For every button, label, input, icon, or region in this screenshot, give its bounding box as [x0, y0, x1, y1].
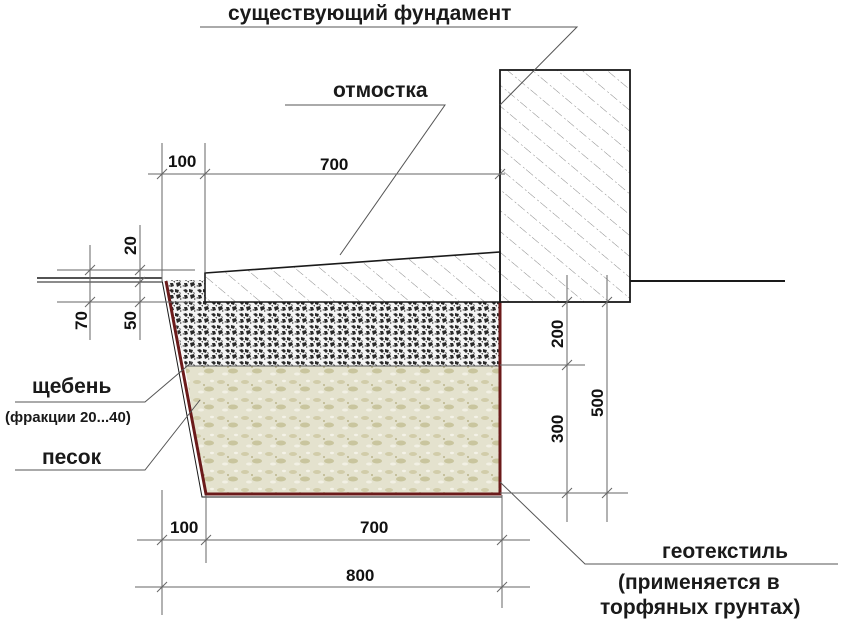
dim-bottom-width: 700	[360, 518, 388, 537]
dim-right-500: 500	[588, 389, 607, 417]
dim-top-offset: 100	[168, 152, 196, 171]
dim-right-300: 300	[548, 415, 567, 443]
ground-line-left	[37, 277, 162, 283]
label-geotextile: геотекстиль	[662, 540, 788, 563]
label-geotextile-note-2: торфяных грунтах)	[600, 596, 800, 619]
dimension-lines	[57, 143, 628, 615]
dim-right-200: 200	[548, 320, 567, 348]
label-existing-foundation: существующий фундамент	[228, 2, 511, 25]
dim-slab-rise: 20	[121, 236, 140, 255]
dim-top-width: 700	[320, 155, 348, 174]
leader-lines	[15, 26, 838, 565]
label-sand: песок	[42, 446, 102, 469]
blind-area-slab	[204, 251, 501, 303]
label-blind-area: отмостка	[333, 79, 428, 102]
label-gravel: щебень	[32, 375, 111, 398]
label-geotextile-note-1: (применяется в	[618, 571, 780, 594]
sand-layer	[185, 366, 500, 493]
dim-left-70: 70	[72, 311, 91, 330]
dim-bottom-offset: 100	[170, 518, 198, 537]
dim-bottom-total: 800	[346, 566, 374, 585]
gravel-layer	[166, 280, 500, 366]
label-gravel-note: (фракции 20...40)	[5, 409, 131, 426]
dim-left-50: 50	[121, 311, 140, 330]
existing-foundation	[499, 69, 631, 303]
geotextile-membrane	[164, 280, 502, 496]
